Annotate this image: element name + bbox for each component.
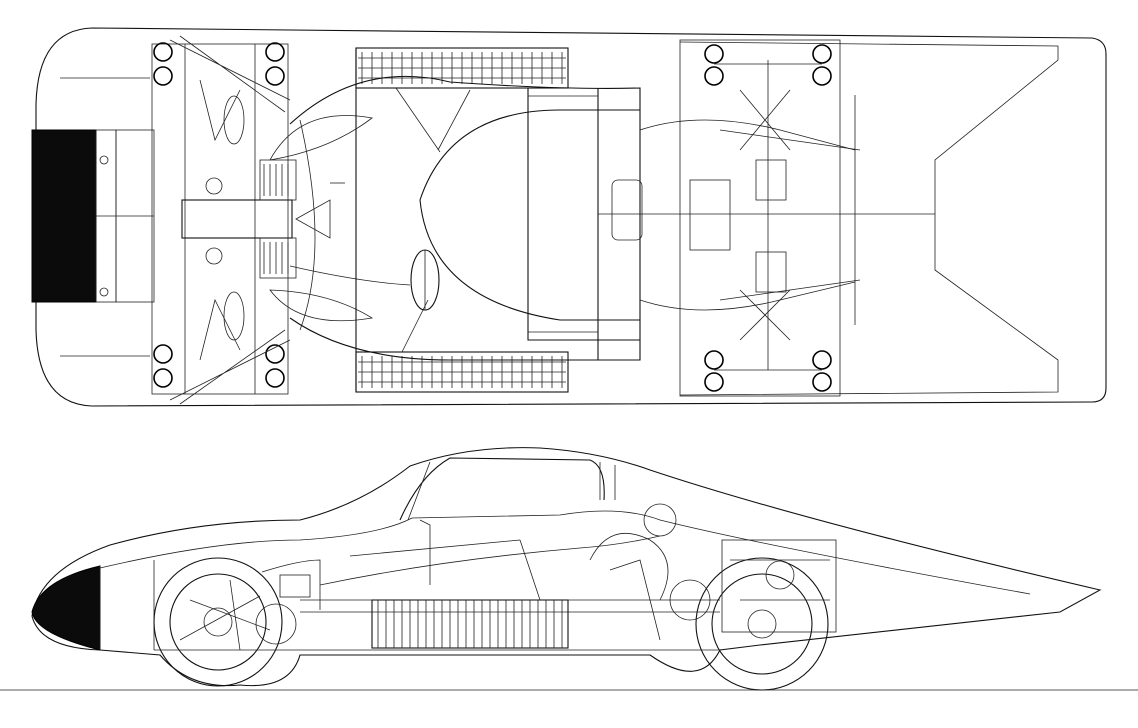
nose-cone <box>31 565 101 651</box>
rear-wheel-side <box>695 539 837 691</box>
top-body-outline <box>35 27 1107 407</box>
front-suspension <box>151 35 345 405</box>
side-view <box>31 447 1102 691</box>
cockpit-outline <box>289 48 641 392</box>
rear-suspension <box>679 39 861 397</box>
side-tank-top <box>355 47 569 89</box>
canopy-side <box>399 457 605 521</box>
canopy-top <box>419 109 640 321</box>
side-body-outline <box>31 447 1102 687</box>
top-tail-lines <box>679 41 1059 396</box>
radiator-grille <box>31 129 97 303</box>
side-tank-bottom <box>355 351 569 393</box>
floor-pack-side <box>371 599 569 649</box>
front-wheel-side <box>153 557 321 687</box>
top-view <box>31 27 1107 407</box>
